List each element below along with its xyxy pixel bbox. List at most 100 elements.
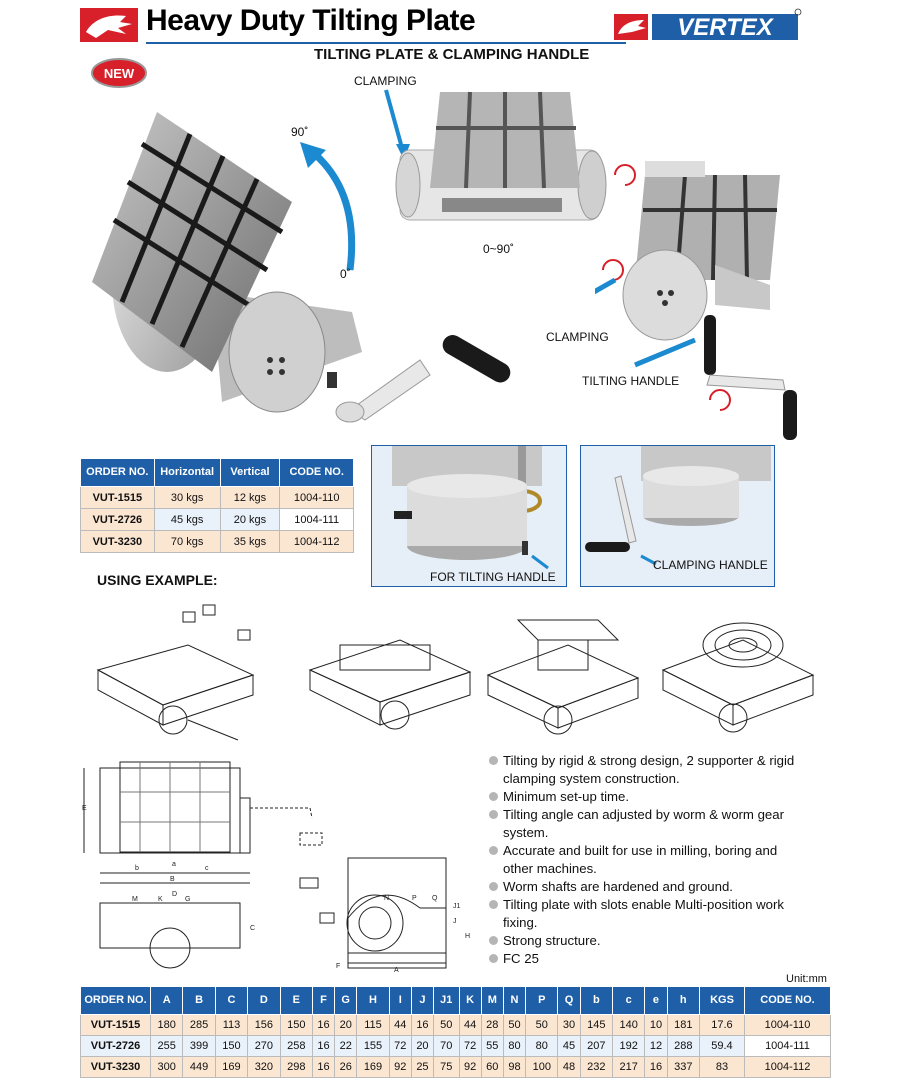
table-cell: 192 <box>612 1035 646 1057</box>
dim-label: G <box>185 896 190 903</box>
table-header: CODE NO. <box>279 458 354 487</box>
page-title: Heavy Duty Tilting Plate <box>146 4 476 37</box>
table-header: M <box>480 986 504 1015</box>
company-logo <box>80 8 138 42</box>
angle-90-label: 90˚ <box>291 125 309 139</box>
bullet-icon <box>489 954 498 963</box>
table-header: P <box>525 986 559 1015</box>
table-cell: 25 <box>410 1056 435 1078</box>
table-header: h <box>666 986 700 1015</box>
table-cell: 59.4 <box>698 1035 746 1057</box>
table-cell: 1004-112 <box>279 530 354 553</box>
table-cell: 180 <box>149 1014 184 1036</box>
table-cell: 75 <box>433 1056 460 1078</box>
table-cell: 16 <box>410 1014 435 1036</box>
table-cell: 16 <box>311 1014 336 1036</box>
table-cell: 150 <box>214 1035 249 1057</box>
table-cell: 258 <box>279 1035 313 1057</box>
table-header: Q <box>557 986 581 1015</box>
table-cell: 16 <box>644 1056 668 1078</box>
table-cell: 20 <box>334 1014 358 1036</box>
table-cell: 169 <box>214 1056 249 1078</box>
table-cell: 28 <box>480 1014 504 1036</box>
table-cell: 50 <box>525 1014 559 1036</box>
dim-label: a <box>172 861 176 868</box>
table-header: CODE NO. <box>744 986 831 1015</box>
usage-example-1 <box>96 604 255 741</box>
table-cell: 217 <box>612 1056 646 1078</box>
table-header: H <box>356 986 390 1015</box>
list-item: Tilting angle can adjusted by worm & wor… <box>489 806 809 842</box>
dim-label: J <box>453 918 457 925</box>
range-label: 0~90˚ <box>483 242 515 256</box>
table-header: C <box>214 986 249 1015</box>
table-cell: 98 <box>502 1056 527 1078</box>
table-cell: 1004-111 <box>279 508 354 531</box>
table-header: ORDER NO. <box>80 986 151 1015</box>
table-cell: 1004-112 <box>744 1056 831 1078</box>
table-header: G <box>334 986 358 1015</box>
brand-logo: VERTEX <box>614 8 802 41</box>
table-cell: 320 <box>247 1056 281 1078</box>
list-item: Minimum set-up time. <box>489 788 809 806</box>
table-cell: 20 <box>410 1035 435 1057</box>
usage-examples-drawings <box>96 604 815 741</box>
table-cell: 92 <box>458 1056 482 1078</box>
crank-handle-photo <box>335 335 511 423</box>
angle-0-label: 0˚ <box>340 267 351 281</box>
table-row: VUT-3230 70 kgs 35 kgs 1004-112 <box>80 530 354 553</box>
list-item: Accurate and built for use in milling, b… <box>489 842 809 878</box>
table-cell: 10 <box>644 1014 668 1036</box>
table-header: K <box>458 986 482 1015</box>
dim-label: P <box>412 895 417 902</box>
table-cell: 1004-110 <box>744 1014 831 1036</box>
table-cell: 155 <box>356 1035 390 1057</box>
table-cell: 80 <box>525 1035 559 1057</box>
table-cell: 115 <box>356 1014 390 1036</box>
table-cell: 60 <box>480 1056 504 1078</box>
table-cell: 169 <box>356 1056 390 1078</box>
table-cell: 100 <box>525 1056 559 1078</box>
usage-example-3 <box>486 619 640 735</box>
table-cell: 12 <box>644 1035 668 1057</box>
dim-label: H <box>465 933 470 940</box>
table-header: F <box>311 986 336 1015</box>
table-cell: 55 <box>480 1035 504 1057</box>
table-header: I <box>388 986 412 1015</box>
table-row: VUT-2726 45 kgs 20 kgs 1004-111 <box>80 508 354 531</box>
table-header: A <box>149 986 184 1015</box>
table-header: c <box>612 986 646 1015</box>
usage-example-2 <box>308 639 472 730</box>
table-header: ORDER NO. <box>80 458 155 487</box>
dim-label: C <box>250 925 255 932</box>
tilting-handle-detail-photo <box>392 446 549 570</box>
table-cell: 298 <box>279 1056 313 1078</box>
table-cell: 255 <box>149 1035 184 1057</box>
clamping-handle-detail-photo <box>585 446 771 566</box>
table-cell: 20 kgs <box>219 508 281 531</box>
table-cell: 399 <box>182 1035 216 1057</box>
bullet-icon <box>489 846 498 855</box>
dim-label: c <box>205 865 209 872</box>
dim-label: Q <box>432 895 438 902</box>
bullet-icon <box>489 936 498 945</box>
table-cell: 300 <box>149 1056 184 1078</box>
table-cell: 1004-110 <box>279 486 354 509</box>
table-cell: 207 <box>579 1035 614 1057</box>
new-badge: NEW <box>91 58 147 88</box>
table-cell: 80 <box>502 1035 527 1057</box>
table-cell: 50 <box>502 1014 527 1036</box>
using-example-heading: USING EXAMPLE: <box>97 572 218 588</box>
svg-text:NEW: NEW <box>104 66 135 81</box>
table-cell: 83 <box>698 1056 746 1078</box>
clamping-top-label: CLAMPING <box>354 74 417 88</box>
table-cell: 45 <box>557 1035 581 1057</box>
table-header: E <box>279 986 313 1015</box>
table-header: J <box>410 986 435 1015</box>
feature-list: Tilting by rigid & strong design, 2 supp… <box>489 752 809 968</box>
unit-label: Unit:mm <box>786 973 827 985</box>
list-item: Tilting by rigid & strong design, 2 supp… <box>489 752 809 788</box>
table-cell: 337 <box>666 1056 700 1078</box>
